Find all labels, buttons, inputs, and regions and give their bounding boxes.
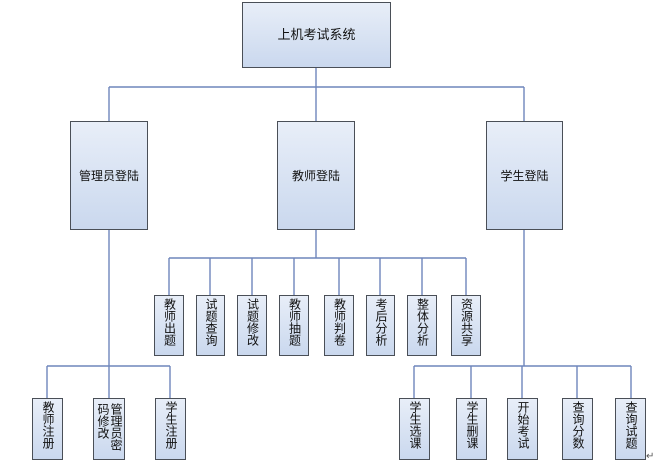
- student-child-node: 学生选课: [399, 398, 430, 460]
- admin-child-node: 教师注册: [32, 398, 63, 460]
- student-login-node: 学生登陆: [486, 121, 563, 230]
- admin-child-label: 管理员密码修改: [96, 403, 123, 451]
- teacher-child-node: 教师判卷: [324, 295, 354, 356]
- teacher-login-node: 教师登陆: [277, 121, 355, 230]
- teacher-child-node: 整体分析: [407, 295, 437, 356]
- teacher-child-node: 资源共享: [451, 295, 481, 356]
- student-child-label: 学生选课: [408, 401, 422, 449]
- teacher-child-node: 教师抽题: [279, 295, 309, 356]
- teacher-child-node: 试题修改: [237, 295, 267, 356]
- teacher-login-label: 教师登陆: [291, 168, 340, 183]
- student-child-label: 学生删课: [465, 401, 479, 449]
- student-child-label: 查询分数: [571, 401, 585, 449]
- admin-login-node: 管理员登陆: [70, 121, 148, 230]
- root-node: 上机考试系统: [242, 2, 391, 68]
- admin-child-node: 管理员密码修改: [93, 398, 125, 460]
- teacher-child-node: 教师出题: [154, 295, 184, 356]
- admin-child-label: 教师注册: [41, 401, 55, 449]
- teacher-child-label: 教师判卷: [332, 297, 347, 346]
- teacher-child-label: 试题查询: [204, 297, 218, 346]
- student-child-label: 开始考试: [516, 401, 530, 449]
- teacher-child-label: 试题修改: [245, 297, 260, 346]
- student-child-node: 学生删课: [456, 398, 487, 460]
- teacher-child-label: 教师出题: [162, 297, 177, 346]
- teacher-child-node: 考后分析: [366, 295, 395, 356]
- admin-child-node: 学生注册: [155, 398, 186, 460]
- student-child-label: 查询试题: [624, 401, 638, 449]
- root-label: 上机考试系统: [277, 27, 356, 43]
- paragraph-mark-icon: ↵: [646, 451, 655, 462]
- admin-child-label: 学生注册: [164, 401, 178, 449]
- student-child-node: 查询分数: [562, 398, 593, 460]
- teacher-child-label: 整体分析: [415, 297, 430, 346]
- student-child-node: 查询试题: [615, 398, 646, 460]
- admin-login-label: 管理员登陆: [78, 168, 139, 183]
- student-login-label: 学生登陆: [500, 168, 549, 183]
- teacher-child-label: 教师抽题: [287, 297, 302, 346]
- teacher-child-label: 资源共享: [459, 297, 474, 346]
- teacher-child-node: 试题查询: [196, 295, 225, 356]
- teacher-child-label: 考后分析: [374, 297, 388, 346]
- student-child-node: 开始考试: [507, 398, 538, 460]
